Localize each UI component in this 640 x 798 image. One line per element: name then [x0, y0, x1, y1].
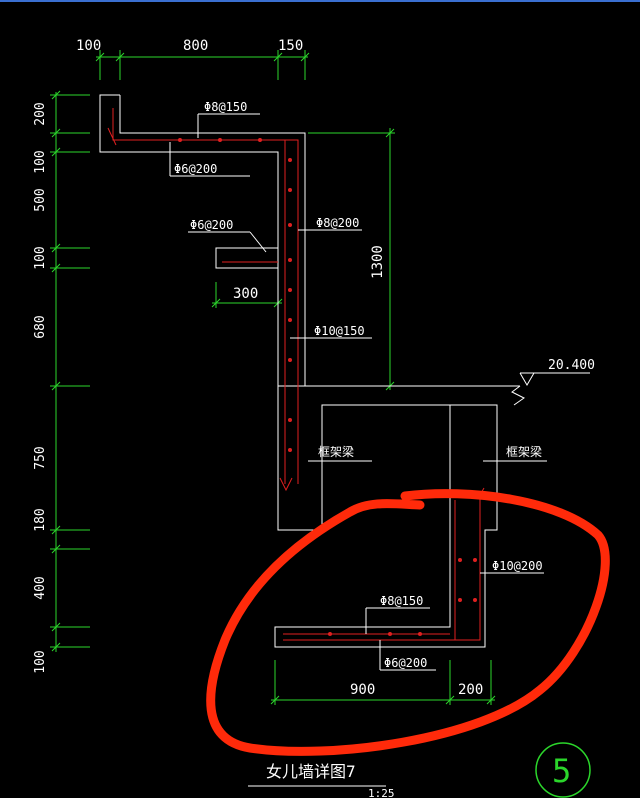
svg-text:Φ8@150: Φ8@150	[204, 100, 247, 114]
parapet-inner-edge	[119, 95, 306, 387]
dim-left-100b: 100	[33, 246, 48, 269]
top-dimension-chain: 100 800 150	[76, 38, 310, 80]
dim-top-150: 150	[278, 38, 303, 54]
dim-bottom-900: 900	[350, 682, 375, 698]
section-number: 5	[552, 752, 571, 790]
rebar-wall-end	[279, 477, 293, 492]
svg-text:Φ8@200: Φ8@200	[316, 216, 359, 230]
rebar-pier	[454, 487, 485, 641]
svg-text:Φ6@200: Φ6@200	[190, 218, 233, 232]
bottom-dimension-chain: 900 200	[270, 660, 496, 705]
svg-text:Φ8@150: Φ8@150	[380, 594, 423, 608]
drawing-title: 女儿墙详图7 1:25	[248, 762, 395, 798]
rebar-top-main	[112, 108, 299, 484]
dim-left-200: 200	[33, 102, 48, 125]
dim-left-680: 680	[33, 315, 48, 338]
rebar-group	[107, 108, 485, 641]
beam-label-right: 框架梁	[506, 444, 542, 459]
markup-circle	[206, 489, 610, 756]
elevation-marker: 20.400	[519, 358, 595, 386]
dim-left-750: 750	[33, 446, 48, 469]
callout-foot-dist: Φ6@200	[379, 640, 436, 671]
dim-left-500: 500	[33, 188, 48, 211]
title-text: 女儿墙详图7	[266, 762, 356, 781]
dim-left-180: 180	[33, 508, 48, 531]
dim-left-100c: 100	[33, 650, 48, 673]
break-symbol	[511, 385, 525, 406]
section-number-bubble: 5	[535, 742, 591, 798]
callout-top-bar: Φ8@150	[197, 100, 260, 138]
elevation-text: 20.400	[548, 358, 595, 373]
dim-300: 300	[233, 286, 258, 302]
callout-wall-vertical: Φ10@150	[290, 324, 372, 339]
dim-left-100a: 100	[33, 150, 48, 173]
dim-1300: 1300	[370, 245, 386, 279]
callout-foot-bar: Φ8@150	[365, 594, 430, 634]
beam-labels: 框架梁 框架梁	[308, 444, 547, 462]
callout-top-dist: Φ6@200	[169, 142, 250, 177]
notch-dimension-300: 300	[211, 282, 283, 308]
notch-outline	[215, 247, 278, 269]
rebar-dots	[178, 138, 477, 636]
dim-top-800: 800	[183, 38, 208, 54]
rebar-hook-left	[107, 127, 117, 146]
left-dimension-chain: 200 100 500 100 680 750 180 400 100	[33, 90, 90, 674]
callout-wall-bar: Φ8@200	[298, 216, 362, 231]
parapet-outline	[99, 94, 498, 648]
dim-bottom-200: 200	[458, 682, 483, 698]
dim-left-400: 400	[33, 576, 48, 599]
dim-top-100: 100	[76, 38, 101, 54]
scale-text: 1:25	[368, 787, 395, 798]
beam-label-left: 框架梁	[318, 444, 354, 459]
svg-text:Φ6@200: Φ6@200	[174, 162, 217, 176]
callout-notch-bar: Φ6@200	[188, 218, 267, 253]
svg-text:Φ6@200: Φ6@200	[384, 656, 427, 670]
right-dimension-1300: 1300	[308, 128, 395, 391]
callout-pier-bar: Φ10@200	[480, 559, 544, 574]
svg-text:Φ10@200: Φ10@200	[492, 559, 543, 573]
svg-text:Φ10@150: Φ10@150	[314, 324, 365, 338]
